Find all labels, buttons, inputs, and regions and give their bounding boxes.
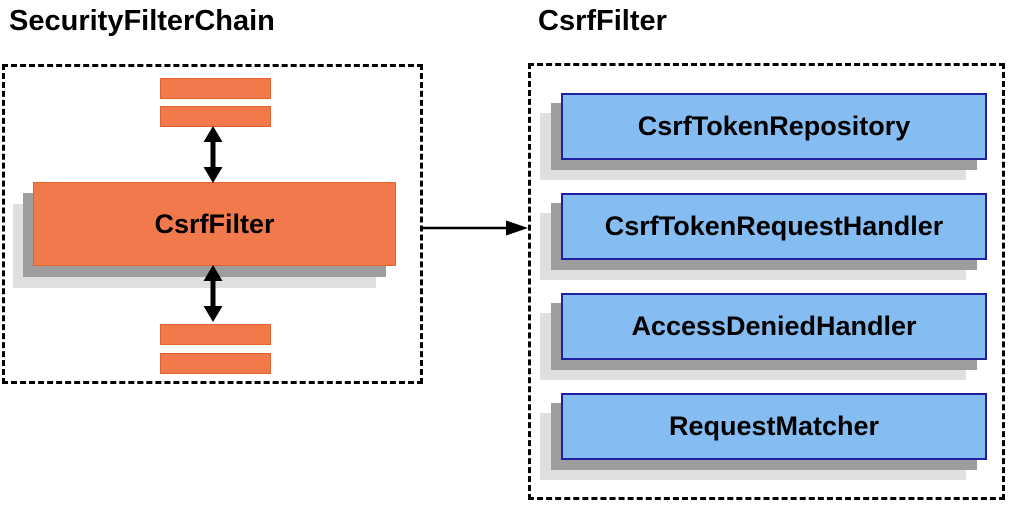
component-box-access-denied-handler: AccessDeniedHandler <box>561 293 987 360</box>
csrf-filter-box: CsrfFilter <box>33 182 396 266</box>
filter-placeholder-bar <box>160 78 271 99</box>
filter-placeholder-bar <box>160 353 271 374</box>
csrf-filter-components-container: CsrfTokenRepository CsrfTokenRequestHand… <box>528 63 1005 500</box>
bidirectional-arrow-icon <box>203 265 223 322</box>
component-box-csrf-token-request-handler: CsrfTokenRequestHandler <box>561 193 987 260</box>
filter-placeholder-bar <box>160 106 271 127</box>
component-box-label: AccessDeniedHandler <box>631 311 917 341</box>
security-filter-chain-title: SecurityFilterChain <box>9 5 275 37</box>
right-arrow-icon <box>422 220 528 236</box>
security-filter-chain-container: CsrfFilter <box>2 64 423 384</box>
component-box-label: CsrfTokenRepository <box>637 111 911 141</box>
csrf-filter-title: CsrfFilter <box>538 5 667 37</box>
bidirectional-arrow-icon <box>203 126 223 183</box>
component-box-csrf-token-repository: CsrfTokenRepository <box>561 93 987 160</box>
component-box-label: RequestMatcher <box>668 411 880 441</box>
filter-placeholder-bar <box>160 324 271 345</box>
component-box-label: CsrfTokenRequestHandler <box>604 211 944 241</box>
csrf-filter-box-label: CsrfFilter <box>154 208 275 239</box>
component-box-request-matcher: RequestMatcher <box>561 393 987 460</box>
